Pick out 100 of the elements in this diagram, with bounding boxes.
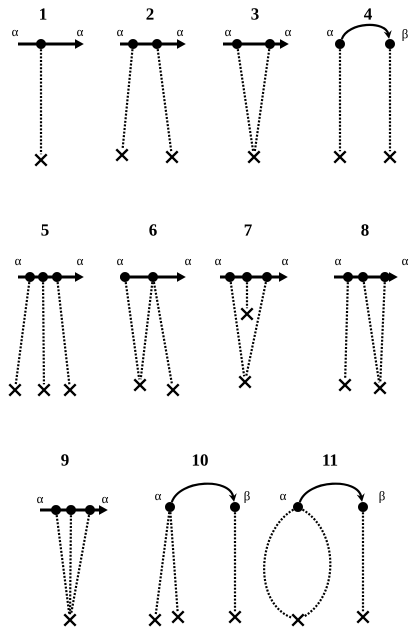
dotted-line	[302, 508, 332, 618]
dot	[343, 272, 353, 282]
dot	[66, 505, 76, 515]
cross-mark	[115, 148, 129, 162]
arrow	[298, 482, 365, 503]
dotted-line	[234, 512, 236, 612]
greek-label: α	[225, 30, 232, 36]
dot	[25, 272, 35, 282]
dot	[152, 39, 162, 50]
dotted-line	[68, 515, 72, 614]
dotted-line	[236, 48, 254, 152]
dot	[225, 272, 235, 282]
dotted-line	[154, 512, 170, 614]
dotted-line	[152, 282, 174, 384]
cross-mark	[240, 307, 254, 321]
dotted-line	[56, 515, 70, 614]
panel-number: 4	[364, 8, 372, 20]
greek-label: α	[280, 494, 286, 500]
dotted-line	[362, 512, 364, 612]
greek-label: α	[15, 258, 22, 266]
dotted-line	[230, 282, 246, 376]
panel-number: 11	[323, 454, 338, 466]
dot	[262, 272, 272, 282]
cross-mark	[133, 378, 147, 392]
dotted-line	[42, 282, 46, 384]
greek-label: β	[380, 491, 385, 503]
dot	[335, 39, 345, 50]
dot	[165, 502, 175, 512]
panel-number: 1	[40, 8, 46, 20]
dotted-line	[40, 49, 42, 154]
dot	[265, 39, 275, 50]
dot	[385, 39, 395, 50]
panel-number: 9	[61, 454, 69, 466]
dot	[358, 502, 368, 512]
panel-number: 8	[361, 224, 369, 236]
greek-label: α	[77, 30, 84, 36]
dot	[242, 272, 252, 282]
cross-mark	[333, 150, 347, 164]
panel-number: 10	[192, 454, 208, 466]
panel-number: 5	[41, 224, 49, 236]
dot	[51, 505, 61, 515]
dotted-line	[56, 282, 70, 384]
cross-mark	[8, 383, 22, 397]
panel-number: 6	[149, 224, 157, 236]
greek-label: α	[37, 496, 44, 504]
arrow	[170, 482, 237, 503]
cross-mark	[238, 375, 252, 389]
greek-label: β	[402, 29, 408, 41]
dotted-line	[263, 508, 294, 619]
panel-number: 3	[251, 8, 259, 20]
dotted-line	[379, 282, 386, 382]
greek-label: α	[177, 30, 184, 36]
dot	[85, 505, 95, 515]
cross-mark	[356, 610, 370, 624]
cross-mark	[165, 150, 179, 164]
dotted-line	[388, 49, 392, 152]
cross-mark	[228, 610, 242, 624]
dotted-line	[140, 282, 154, 380]
greek-label: α	[102, 496, 108, 504]
dotted-line	[124, 282, 140, 380]
dot	[128, 39, 138, 50]
cross-mark	[63, 383, 77, 397]
greek-label: α	[402, 258, 408, 266]
dotted-line	[70, 514, 90, 614]
dot	[230, 502, 240, 512]
greek-label: α	[117, 30, 124, 36]
greek-label: α	[155, 494, 162, 500]
greek-label: α	[282, 258, 288, 266]
cross-mark	[373, 381, 387, 395]
panel-number: 7	[244, 224, 252, 236]
greek-label: α	[285, 30, 292, 36]
greek-label: α	[215, 258, 222, 266]
cross-mark	[148, 613, 162, 627]
dotted-line	[362, 282, 380, 382]
dotted-line	[338, 49, 342, 152]
dot	[293, 502, 303, 512]
greek-label: α	[335, 258, 342, 266]
dotted-line	[245, 282, 267, 377]
cross-mark	[338, 378, 352, 392]
cross-mark	[247, 150, 261, 164]
cross-mark	[37, 383, 51, 397]
cross-mark	[383, 150, 397, 164]
greek-label: α	[327, 30, 334, 36]
dotted-line	[254, 49, 270, 152]
dot	[148, 272, 158, 282]
dotted-line	[344, 282, 349, 380]
dotted-line	[121, 49, 134, 150]
greek-label: α	[117, 258, 124, 266]
dot	[36, 39, 46, 50]
cross-mark	[166, 383, 180, 397]
panel-number: 2	[146, 8, 154, 20]
cross-mark	[34, 153, 48, 167]
dot	[358, 272, 368, 282]
cross-mark	[291, 613, 305, 627]
dot	[120, 272, 130, 282]
dotted-line	[169, 512, 179, 612]
dotted-line	[156, 49, 172, 152]
dot	[38, 272, 48, 282]
cross-mark	[63, 613, 77, 627]
dotted-line	[246, 282, 248, 308]
